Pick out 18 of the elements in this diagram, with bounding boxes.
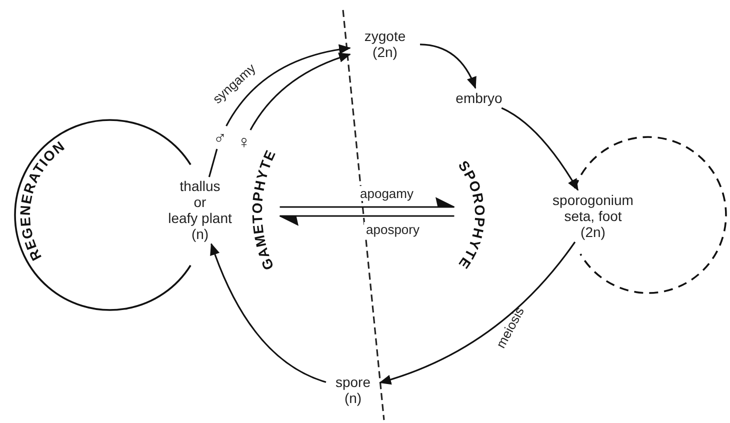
arrow <box>226 44 351 126</box>
arrow <box>501 107 579 191</box>
stage-label: zygote (2n) <box>363 28 407 60</box>
sex-symbol: ♂ <box>212 128 228 148</box>
edge-label: apogamy <box>358 186 416 201</box>
arrow <box>250 52 351 130</box>
edge-label: apospory <box>364 222 422 237</box>
arrow <box>379 242 576 384</box>
stage-label: thallus or leafy plant (n) <box>167 178 233 242</box>
sex-symbol: ♀ <box>236 132 252 152</box>
stage-label: spore (n) <box>334 374 372 406</box>
arrow <box>280 198 455 208</box>
arrow <box>210 243 326 383</box>
arrow <box>420 44 476 89</box>
connector-line <box>208 148 218 178</box>
arrow <box>279 215 454 226</box>
stage-label: embryo <box>454 90 504 106</box>
stage-label: sporogonium seta, foot (2n) <box>552 192 634 240</box>
